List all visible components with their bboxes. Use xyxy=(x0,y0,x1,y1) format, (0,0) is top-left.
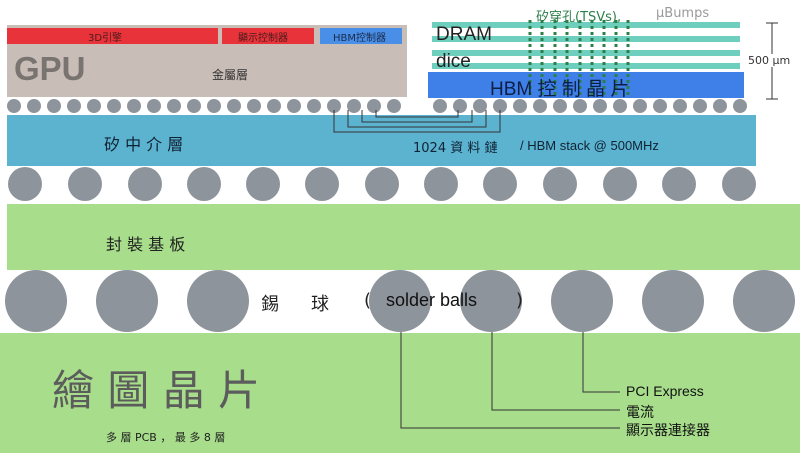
hbm-controller-die xyxy=(428,72,744,98)
pcb-note: 多 層 PCB ， 最 多 8 層 xyxy=(106,431,226,444)
tsv-columns xyxy=(528,20,630,96)
gpu-label: GPU xyxy=(14,50,86,87)
ubumps-label: μBumps xyxy=(656,6,710,21)
substrate-label: 封 裝 基 板 xyxy=(106,235,186,254)
gpu-block-hbm xyxy=(320,28,402,44)
gpu-block-hbm-label: HBM控制器 xyxy=(333,33,387,44)
metal-layer-label: 金屬層 xyxy=(212,68,249,82)
callout-leaders xyxy=(400,332,620,429)
callout-power: 電流 xyxy=(626,405,654,421)
solder-paren-close: ) xyxy=(516,290,524,311)
solder-paren-open: ( xyxy=(364,290,372,311)
solder-balls xyxy=(5,270,795,332)
c4-bumps xyxy=(8,167,756,201)
board-label: 繪 圖 晶 片 xyxy=(52,366,261,415)
substrate-layer xyxy=(7,204,800,270)
interposer-wiring xyxy=(333,110,501,133)
solder-label-right: 球 xyxy=(311,294,329,315)
callout-display-connector: 顯示器連接器 xyxy=(626,423,710,439)
board-layer xyxy=(0,333,800,453)
gpu-block-display-label: 顯示控制器 xyxy=(238,33,288,44)
interposer-label: 矽 中 介 層 xyxy=(104,135,184,154)
gpu-block-3d xyxy=(7,28,218,44)
hbm-controller-label: HBM 控 制 晶 片 xyxy=(490,79,630,100)
height-label: 500 μm xyxy=(748,54,791,67)
gpu-block-3d-label: 3D引擎 xyxy=(88,33,123,44)
hbm-stack-label: / HBM stack @ 500MHz xyxy=(520,138,659,153)
solder-label-left: 錫 xyxy=(261,294,279,315)
tsv-label: 矽穿孔(TSVs), xyxy=(536,10,622,25)
link-width-label: 1024 資 料 鏈 xyxy=(413,141,498,156)
dram-stripes xyxy=(432,22,740,69)
gpu-block-display xyxy=(222,28,314,44)
interposer-layer xyxy=(7,115,756,166)
micro-bumps xyxy=(7,99,747,113)
dice-label: dice xyxy=(436,51,471,72)
callout-pci-express: PCI Express xyxy=(626,383,704,399)
solder-english: solder balls xyxy=(386,290,478,310)
dram-label: DRAM xyxy=(436,24,492,45)
